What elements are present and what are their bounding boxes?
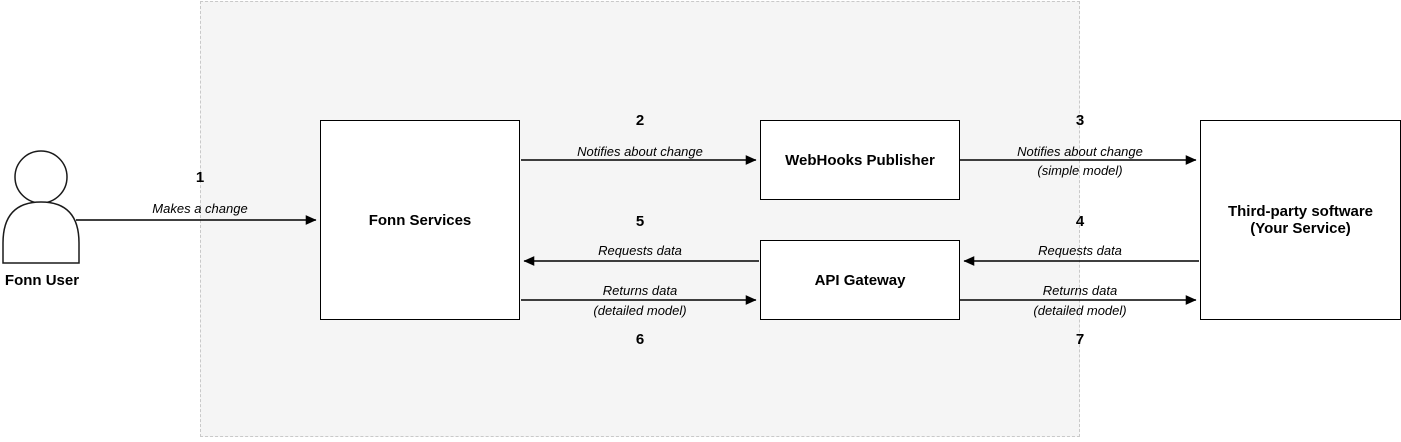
node-fonn-services: Fonn Services — [320, 120, 520, 320]
flow-6-sublabel: (detailed model) — [593, 303, 687, 318]
flow-2-label: Notifies about change — [577, 144, 703, 159]
flow-6-number: 6 — [635, 331, 645, 348]
flow-1-number: 1 — [195, 169, 205, 186]
node-webhooks-publisher-label: WebHooks Publisher — [785, 151, 935, 169]
node-api-gateway: API Gateway — [760, 240, 960, 320]
flow-5-number: 5 — [635, 213, 645, 230]
flow-4-number: 4 — [1075, 213, 1085, 230]
node-third-party-sublabel: (Your Service) — [1250, 220, 1351, 237]
node-third-party-label: Third-party software — [1227, 203, 1374, 220]
flow-7-number: 7 — [1075, 331, 1085, 348]
node-third-party-software: Third-party software (Your Service) — [1200, 120, 1401, 320]
flow-7-label: Returns data — [1042, 283, 1118, 298]
flow-5-label: Requests data — [598, 243, 682, 258]
flow-3-number: 3 — [1075, 112, 1085, 129]
node-webhooks-publisher: WebHooks Publisher — [760, 120, 960, 200]
flow-3-sublabel: (simple model) — [1037, 163, 1123, 178]
flow-7-sublabel: (detailed model) — [1033, 303, 1127, 318]
flow-1-label: Makes a change — [152, 201, 248, 216]
user-actor-icon — [2, 150, 80, 264]
actor-torso — [2, 201, 80, 264]
flow-4-label: Requests data — [1038, 243, 1122, 258]
flow-6-label: Returns data — [602, 283, 678, 298]
flow-3-label: Notifies about change — [1017, 144, 1143, 159]
node-api-gateway-label: API Gateway — [814, 271, 906, 289]
flow-2-number: 2 — [635, 112, 645, 129]
actor-head — [14, 150, 68, 204]
node-fonn-services-label: Fonn Services — [368, 211, 472, 229]
actor-label: Fonn User — [4, 272, 80, 289]
